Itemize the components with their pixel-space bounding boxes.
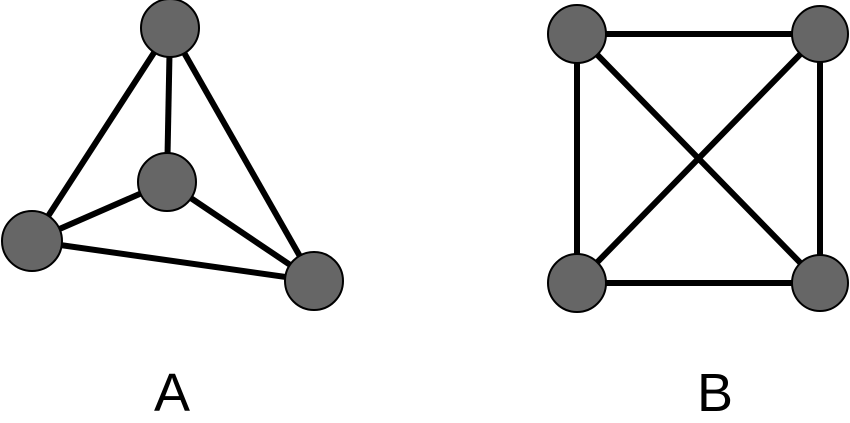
graph-node bbox=[791, 5, 849, 63]
graph-diagram-canvas bbox=[1, 0, 849, 313]
graph-node bbox=[284, 251, 344, 311]
graph-edge bbox=[574, 31, 823, 286]
graph-edge bbox=[167, 26, 317, 283]
nodes-layer bbox=[1, 0, 849, 313]
edges-layer bbox=[29, 26, 823, 286]
graph-node bbox=[547, 253, 607, 313]
graph-node bbox=[547, 4, 607, 64]
graph-edge bbox=[31, 238, 315, 284]
graph-node bbox=[791, 254, 849, 312]
panel-label-a: A bbox=[153, 363, 191, 423]
graph-node bbox=[137, 152, 197, 212]
graph-node bbox=[140, 0, 200, 58]
graph-node bbox=[1, 210, 63, 272]
panel-label-b: B bbox=[696, 363, 734, 423]
graph-edge bbox=[29, 26, 173, 243]
